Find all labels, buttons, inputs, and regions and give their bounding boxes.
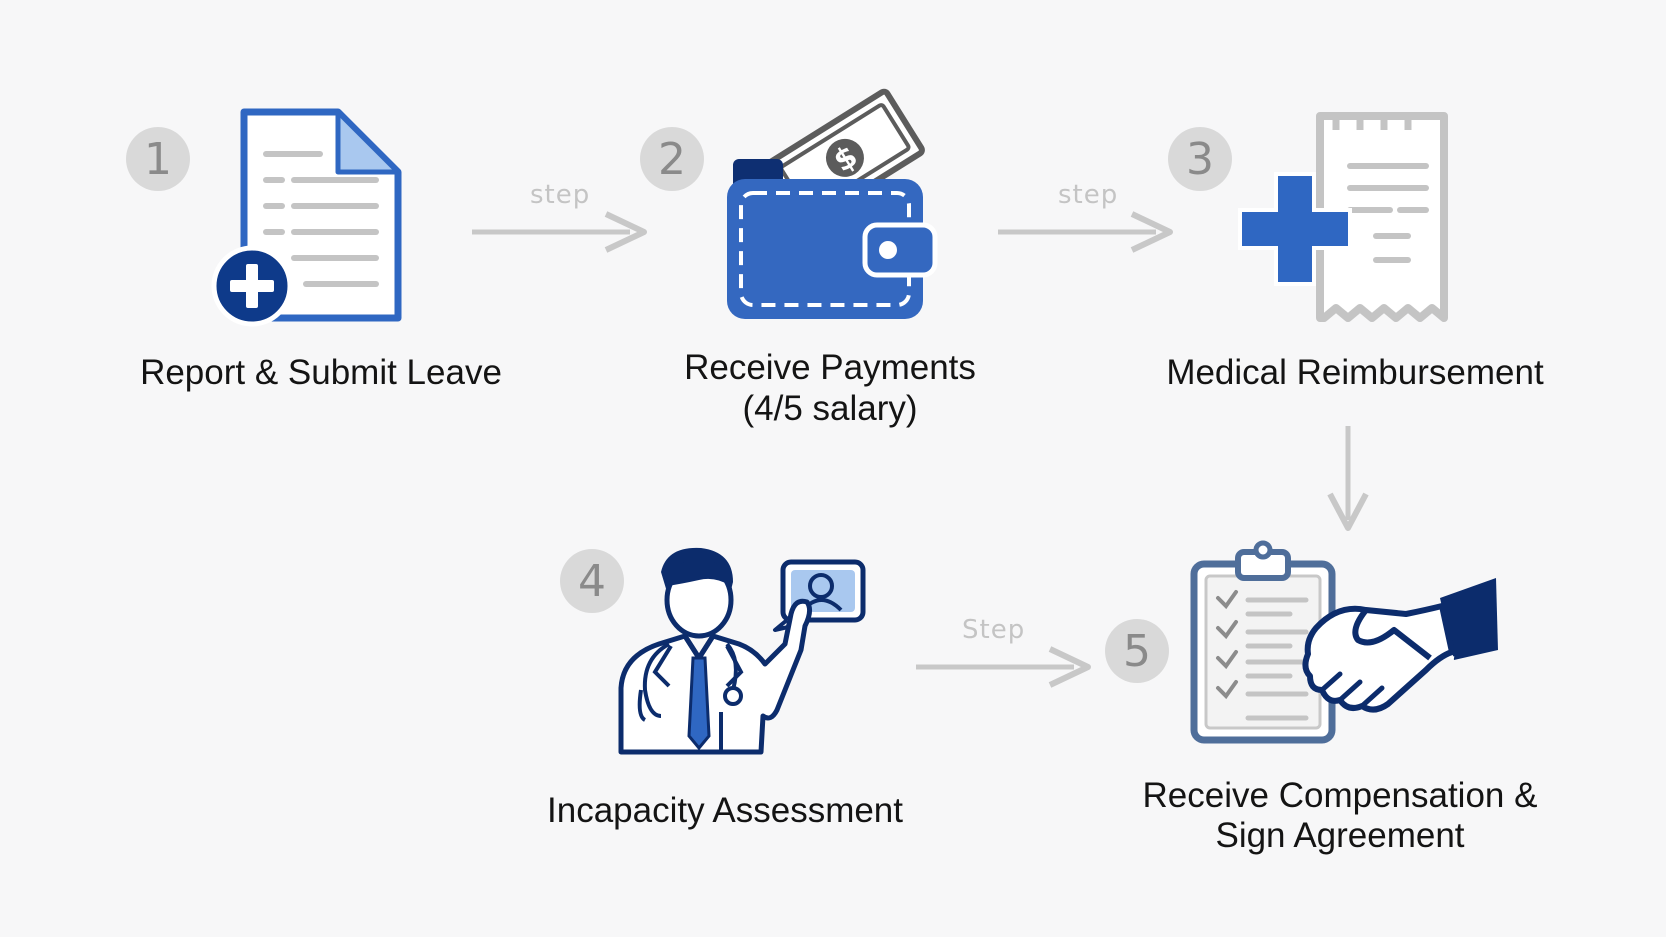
connector-4-5-label: Step: [962, 615, 1026, 645]
connector-2-3-label: step: [1058, 180, 1119, 210]
arrow-right-icon: [472, 211, 647, 253]
step-3-badge: 3: [1168, 127, 1232, 191]
step-4-label: Incapacity Assessment: [547, 791, 903, 830]
step-5-badge: 5: [1105, 619, 1169, 683]
step-1-badge: 1: [126, 127, 190, 191]
step-2-label: Receive Payments: [684, 348, 976, 387]
connector-1-2-label: step: [530, 180, 591, 210]
step-2-sublabel: (4/5 salary): [742, 389, 918, 428]
step-4-badge: 4: [560, 549, 624, 613]
clipboard-handshake-icon: [1190, 540, 1498, 744]
step-5-sublabel: Sign Agreement: [1215, 816, 1465, 855]
arrow-right-icon: [998, 211, 1173, 253]
medical-receipt-icon: [1238, 112, 1448, 322]
document-plus-icon: [211, 108, 402, 327]
step-2-badge: 2: [640, 127, 704, 191]
step-3-label: Medical Reimbursement: [1166, 353, 1544, 392]
arrow-right-icon: [916, 646, 1091, 688]
arrow-down-icon: [1327, 426, 1369, 531]
doctor-icon: [618, 547, 866, 755]
step-5-label: Receive Compensation &: [1142, 776, 1538, 815]
wallet-money-icon: $: [727, 88, 938, 319]
step-1-label: Report & Submit Leave: [140, 353, 502, 392]
